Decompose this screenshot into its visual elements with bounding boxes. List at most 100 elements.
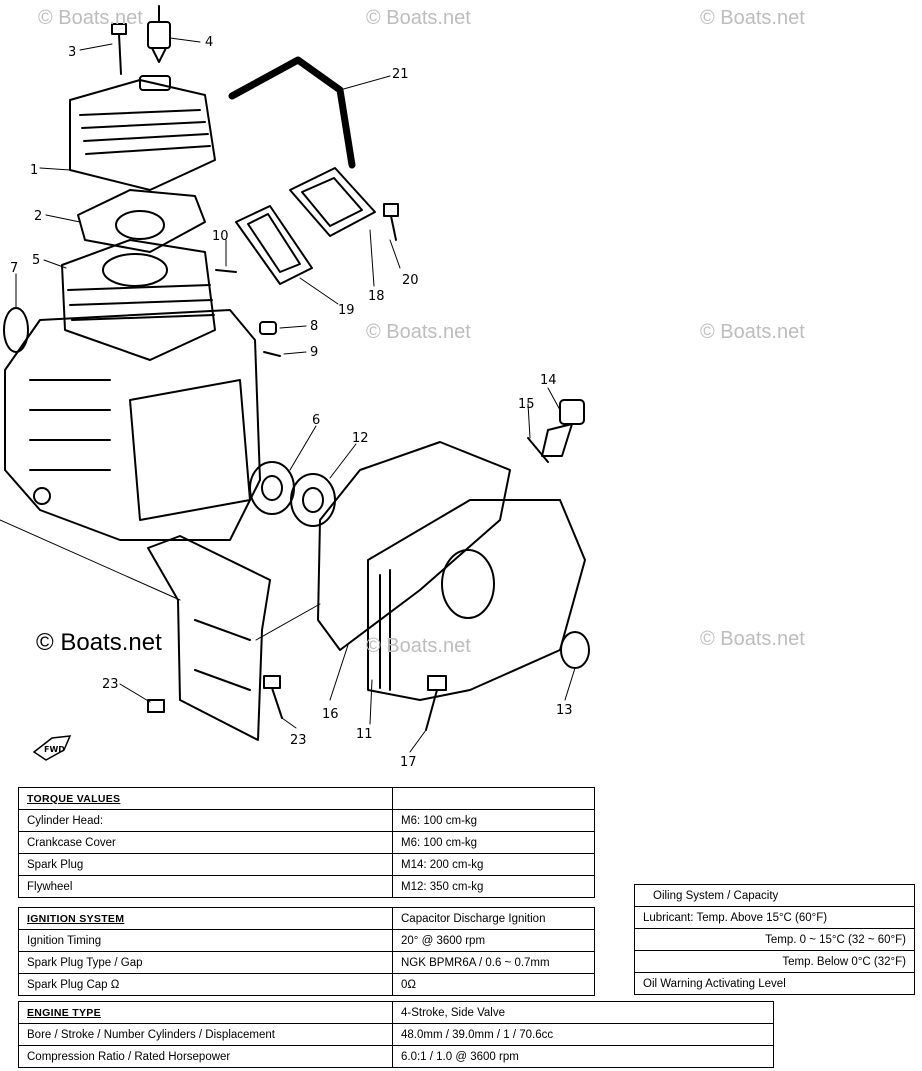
watermark-top-right: © Boats.net xyxy=(700,7,805,29)
oil-row: Oil Warning Activating Level xyxy=(634,972,915,995)
oil-row: Temp. 0 ~ 15°C (32 ~ 60°F) xyxy=(634,928,915,951)
engine-header-value: 4-Stroke, Side Valve xyxy=(392,1001,774,1024)
callout-7: 7 xyxy=(10,261,18,276)
callout-2: 2 xyxy=(34,209,42,224)
table-row: Temp. 0 ~ 15°C (32 ~ 60°F) xyxy=(634,928,915,951)
ignition-system-table: IGNITION SYSTEM Capacitor Discharge Igni… xyxy=(18,907,595,996)
table-row: Lubricant: Temp. Above 15°C (60°F) xyxy=(634,906,915,929)
callout-6: 6 xyxy=(312,413,320,428)
callout-5: 5 xyxy=(32,253,40,268)
watermark-top-center: © Boats.net xyxy=(366,7,471,29)
ignition-header-value: Capacitor Discharge Ignition xyxy=(392,907,595,930)
crankcase-part xyxy=(4,309,261,541)
callout-19: 19 xyxy=(338,303,355,318)
oiling-system-table: Oiling System / Capacity Lubricant: Temp… xyxy=(634,884,915,995)
callout-21: 21 xyxy=(392,67,409,82)
callout-10: 10 xyxy=(212,229,229,244)
screw-23b-part xyxy=(263,675,283,719)
head-gasket-part xyxy=(77,189,206,253)
cover-bolt-part xyxy=(425,675,447,731)
table-row: Flywheel M12: 350 cm-kg xyxy=(18,875,595,898)
table-row: Spark Plug M14: 200 cm-kg xyxy=(18,853,595,876)
engine-value: 6.0:1 / 1.0 @ 3600 rpm xyxy=(392,1045,774,1068)
callout-11: 11 xyxy=(356,727,373,742)
callout-8: 8 xyxy=(310,319,318,334)
callout-23-right: 23 xyxy=(290,733,307,748)
engine-label: Compression Ratio / Rated Horsepower xyxy=(18,1045,393,1068)
callout-15: 15 xyxy=(518,397,535,412)
callout-17: 17 xyxy=(400,755,417,770)
callout-20: 20 xyxy=(402,273,419,288)
cylinder-block-part xyxy=(61,239,216,361)
callout-18: 18 xyxy=(368,289,385,304)
ignition-value: 20° @ 3600 rpm xyxy=(392,929,595,952)
callout-23-left: 23 xyxy=(102,677,119,692)
torque-label: Cylinder Head: xyxy=(18,809,393,832)
torque-header: TORQUE VALUES xyxy=(18,787,393,810)
engine-value: 48.0mm / 39.0mm / 1 / 70.6cc xyxy=(392,1023,774,1046)
head-bolt-part xyxy=(111,23,127,75)
cylinder-head-part xyxy=(69,75,216,191)
stud-10-part xyxy=(215,269,237,273)
table-row: Spark Plug Cap Ω 0Ω xyxy=(18,973,595,996)
torque-label: Spark Plug xyxy=(18,853,393,876)
svg-text:FWD: FWD xyxy=(44,745,65,754)
watermark-mid-center: © Boats.net xyxy=(366,321,471,343)
breather-gasket-part xyxy=(235,205,313,285)
crankcase-cover-part xyxy=(367,499,586,701)
engine-label: Bore / Stroke / Number Cylinders / Displ… xyxy=(18,1023,393,1046)
watermark-low-left: © Boats.net xyxy=(36,629,162,656)
torque-values-table: TORQUE VALUES Cylinder Head: M6: 100 cm-… xyxy=(18,787,595,898)
table-row: Ignition Timing 20° @ 3600 rpm xyxy=(18,929,595,952)
callout-12: 12 xyxy=(352,431,369,446)
oil-seal-part xyxy=(3,307,29,353)
table-row: Bore / Stroke / Number Cylinders / Displ… xyxy=(18,1023,774,1046)
screw-23a-part xyxy=(147,699,165,713)
leader-lines xyxy=(0,37,576,753)
table-row: Compression Ratio / Rated Horsepower 6.0… xyxy=(18,1045,774,1068)
callout-9: 9 xyxy=(310,345,318,360)
breather-cover-part xyxy=(289,167,376,237)
table-row: Oil Warning Activating Level xyxy=(634,972,915,995)
oil-title: Oiling System / Capacity xyxy=(634,884,915,907)
callout-13: 13 xyxy=(556,703,573,718)
ignition-label: Spark Plug Cap Ω xyxy=(18,973,393,996)
callout-1: 1 xyxy=(30,163,38,178)
table-row: Cylinder Head: M6: 100 cm-kg xyxy=(18,809,595,832)
fwd-arrow-icon: FWD xyxy=(32,735,72,761)
oil-row: Temp. Below 0°C (32°F) xyxy=(634,950,915,973)
exploded-parts-diagram: © Boats.net © Boats.net © Boats.net © Bo… xyxy=(0,5,805,770)
watermark-low-right: © Boats.net xyxy=(700,628,805,650)
cover-gasket-part xyxy=(317,441,511,651)
table-row: Spark Plug Type / Gap NGK BPMR6A / 0.6 ~… xyxy=(18,951,595,974)
ignition-label: Ignition Timing xyxy=(18,929,393,952)
ignition-value: NGK BPMR6A / 0.6 ~ 0.7mm xyxy=(392,951,595,974)
ignition-value: 0Ω xyxy=(392,973,595,996)
torque-value: M12: 350 cm-kg xyxy=(392,875,595,898)
torque-value: M14: 200 cm-kg xyxy=(392,853,595,876)
callout-4: 4 xyxy=(205,35,213,50)
table-row: Crankcase Cover M6: 100 cm-kg xyxy=(18,831,595,854)
callout-16: 16 xyxy=(322,707,339,722)
spark-plug-part xyxy=(147,5,171,63)
ignition-label: Spark Plug Type / Gap xyxy=(18,951,393,974)
ignition-header: IGNITION SYSTEM xyxy=(18,907,393,930)
engine-header: ENGINE TYPE xyxy=(18,1001,393,1024)
cover-seal-part xyxy=(560,631,590,669)
oil-plug-part xyxy=(541,399,585,457)
oil-row: Lubricant: Temp. Above 15°C (60°F) xyxy=(634,906,915,929)
o-ring-part xyxy=(527,437,549,463)
bearing-12-part xyxy=(290,473,336,527)
engine-type-table: ENGINE TYPE 4-Stroke, Side Valve Bore / … xyxy=(18,1001,774,1068)
callout-3: 3 xyxy=(68,45,76,60)
bracket-part xyxy=(147,535,271,741)
watermark-low-center: © Boats.net xyxy=(366,635,471,657)
torque-label: Flywheel xyxy=(18,875,393,898)
nut-part xyxy=(259,321,277,335)
table-row: Temp. Below 0°C (32°F) xyxy=(634,950,915,973)
watermark-top-left: © Boats.net xyxy=(38,7,143,29)
table-row: Oiling System / Capacity xyxy=(634,884,915,907)
pin-9-part xyxy=(263,351,281,357)
torque-value: M6: 100 cm-kg xyxy=(392,831,595,854)
watermark-mid-right: © Boats.net xyxy=(700,321,805,343)
